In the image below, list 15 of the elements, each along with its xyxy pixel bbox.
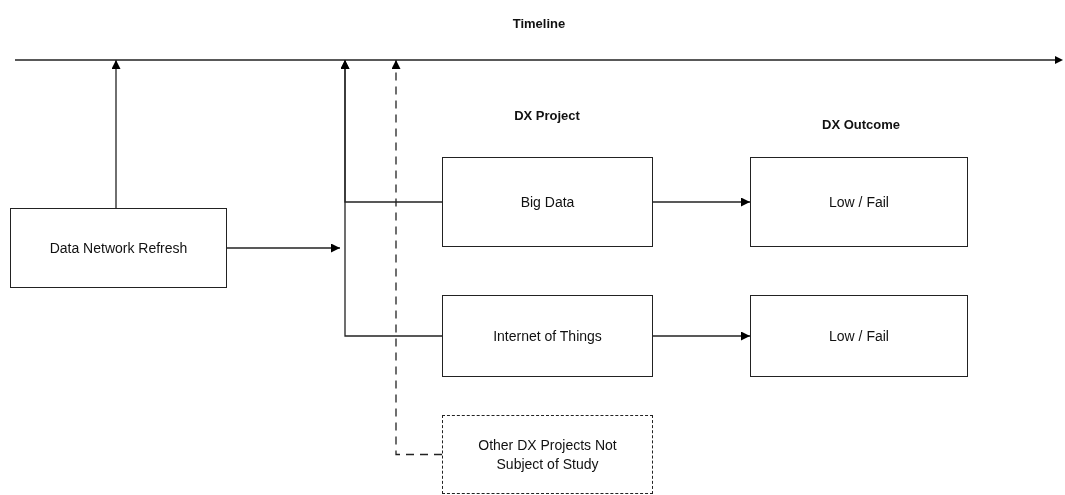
arrow — [652, 331, 751, 341]
timeline-title: Timeline — [512, 16, 566, 31]
arrow — [111, 59, 121, 209]
process-box: Low / Fail — [750, 295, 968, 377]
arrow — [226, 243, 341, 253]
process-box: Internet of Things — [442, 295, 653, 377]
dashed-process-box: Other DX Projects Not Subject of Study — [442, 415, 653, 494]
dashed-arrow — [391, 59, 443, 456]
column-heading: DX Project — [514, 108, 580, 123]
column-heading: DX Outcome — [822, 117, 900, 132]
process-box: Low / Fail — [750, 157, 968, 247]
process-box: Big Data — [442, 157, 653, 247]
arrow — [340, 59, 443, 337]
process-box: Data Network Refresh — [10, 208, 227, 288]
arrow — [652, 197, 751, 207]
